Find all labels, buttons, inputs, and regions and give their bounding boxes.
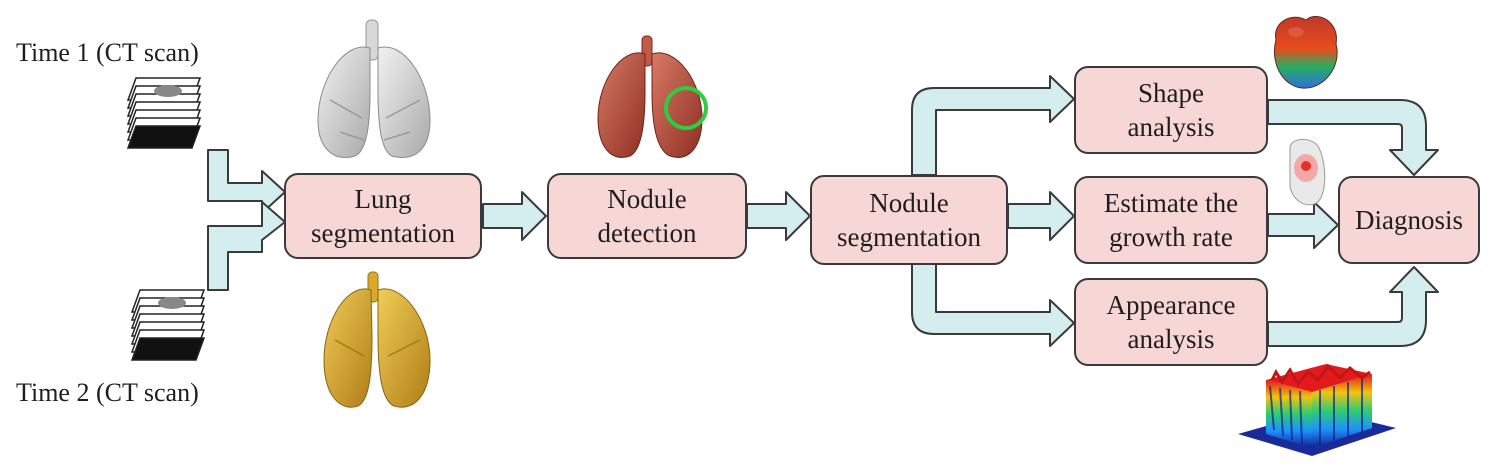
lung-segmentation-line1: Lung [354, 184, 412, 214]
arrow-growth-to-diagnosis [1267, 201, 1339, 249]
arrow-appearance-to-diagnosis [1267, 266, 1439, 347]
diagnosis-box: Diagnosis [1338, 176, 1480, 264]
arrow-lung-to-detection [482, 191, 547, 241]
nodule-segmentation-line1: Nodule [869, 188, 949, 218]
nodule-detection-box: Nodule detection [547, 173, 747, 259]
appearance-analysis-box: Appearance analysis [1074, 278, 1268, 366]
lung-mesh-icon [317, 19, 431, 158]
shape-3d-blob-icon [1274, 15, 1338, 89]
growth-rate-box: Estimate the growth rate [1074, 176, 1268, 264]
appearance-analysis-line1: Appearance [1106, 290, 1236, 320]
lung-segmentation-line2: segmentation [311, 218, 455, 248]
shape-analysis-box: Shape analysis [1074, 66, 1268, 154]
lung-mesh-detected-icon [597, 35, 708, 158]
nodule-segmentation-line2: segmentation [837, 222, 981, 252]
nodule-detection-line1: Nodule [607, 184, 687, 214]
arrow-detection-to-segmentation [746, 191, 811, 241]
growth-slice-icon [1289, 139, 1326, 206]
arrow-segmentation-to-appearance [911, 263, 1075, 347]
nodule-detection-line2: detection [597, 218, 697, 248]
diagnosis-label: Diagnosis [1355, 205, 1463, 235]
arrow-shape-to-diagnosis [1267, 99, 1439, 176]
ct-scan-stack-icon [130, 289, 206, 361]
growth-rate-line2: growth rate [1109, 222, 1233, 252]
lung-segmentation-box: Lung segmentation [284, 173, 482, 259]
appearance-surface-plot-icon [1238, 363, 1396, 456]
shape-analysis-line2: analysis [1127, 112, 1215, 142]
arrow-segmentation-to-shape [911, 75, 1075, 176]
flow-arrows [207, 75, 1439, 347]
time1-label: Time 1 (CT scan) [16, 38, 199, 67]
arrow-time1-to-lung [207, 149, 286, 214]
growth-rate-line1: Estimate the [1103, 188, 1239, 218]
ct-scan-stack-icon [126, 77, 202, 149]
shape-analysis-line1: Shape [1138, 78, 1204, 108]
lung-mesh-time2-icon [323, 271, 431, 408]
detection-circle-icon [664, 86, 708, 130]
appearance-analysis-line2: analysis [1127, 324, 1215, 354]
nodule-segmentation-box: Nodule segmentation [810, 175, 1008, 265]
time2-label: Time 2 (CT scan) [16, 378, 199, 407]
arrow-time2-to-lung [207, 201, 286, 291]
arrow-segmentation-to-growth [1007, 191, 1075, 241]
